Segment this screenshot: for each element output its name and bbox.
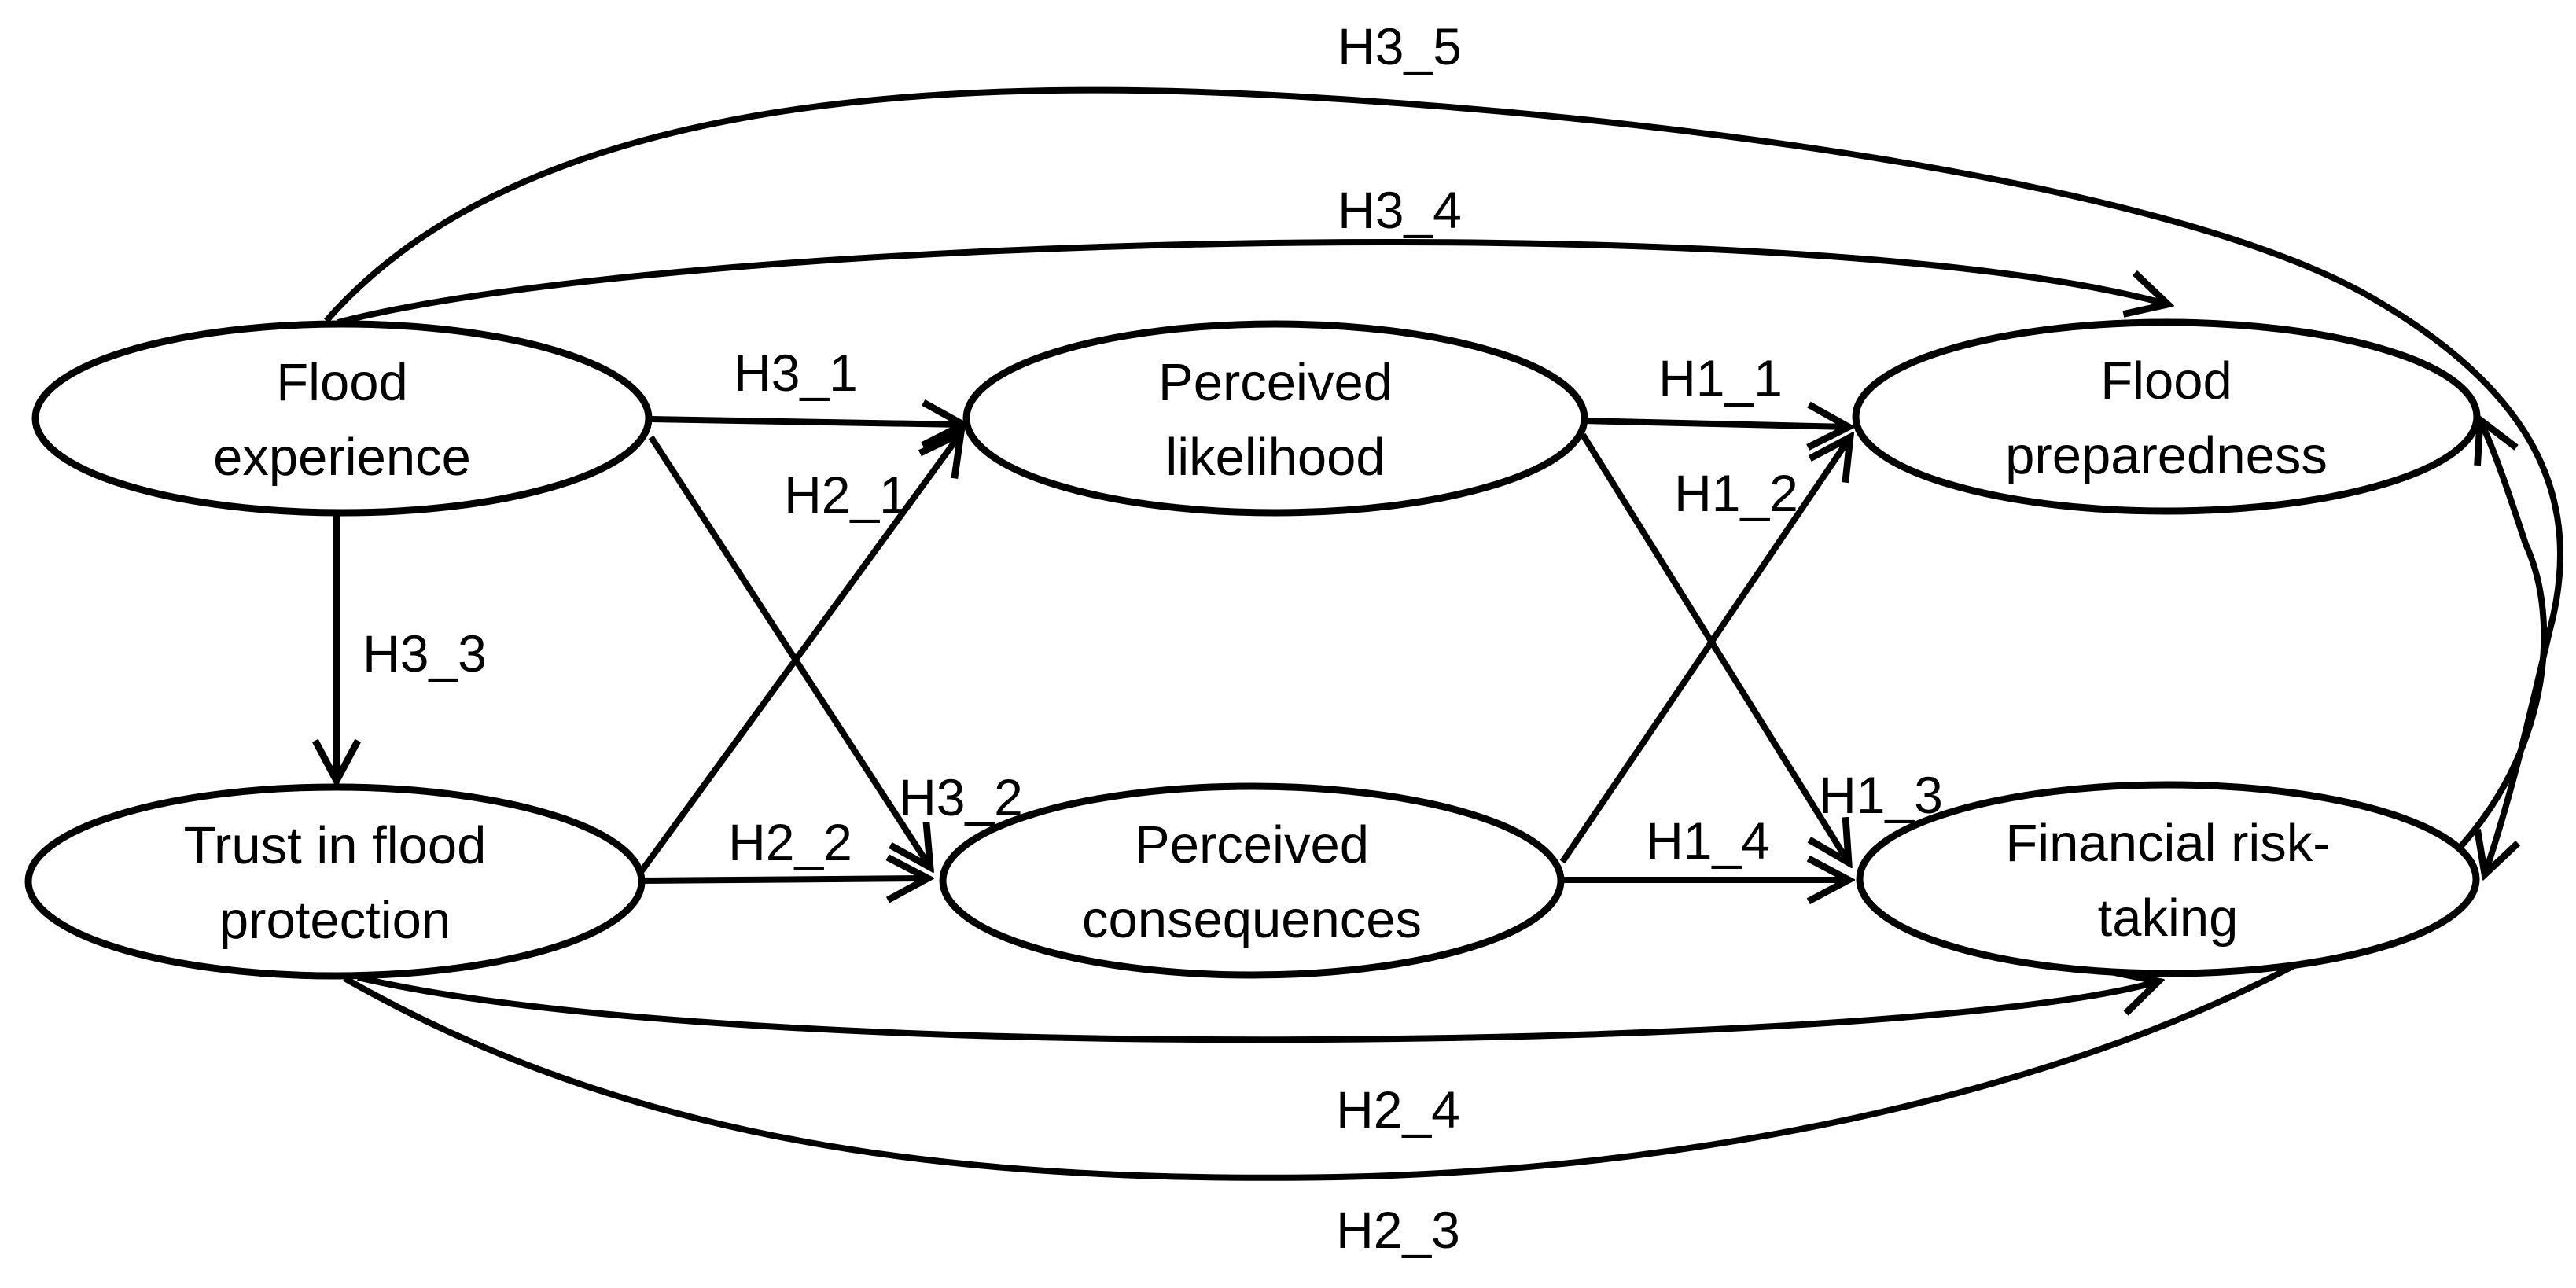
edge-H3_4-curve — [337, 239, 2168, 326]
node-perceived-consequences-label-line1: Perceived — [1135, 815, 1369, 874]
edge-label-H2_1: H2_1 — [784, 466, 908, 524]
edge-H3_2-line — [648, 435, 930, 867]
node-flood-preparedness-ellipse — [1852, 318, 2481, 515]
edge-H3_5-curve — [323, 86, 2564, 874]
edge-label-H1_2: H1_2 — [1674, 464, 1798, 522]
edge-H3_1-line — [650, 419, 963, 425]
edge-H2_3-curve — [343, 420, 2548, 1181]
node-perceived-likelihood: Perceived likelihood — [962, 320, 1588, 517]
node-trust-in-flood-protection-label-line2: protection — [219, 891, 451, 950]
edge-label-H3_1: H3_1 — [734, 344, 858, 402]
edge-label-H1_4: H1_4 — [1646, 811, 1770, 870]
edge-label-H3_2: H3_2 — [899, 768, 1023, 826]
node-flood-preparedness-label-line2: preparedness — [2005, 426, 2328, 485]
edge-H2_2-line — [640, 878, 928, 881]
node-trust-in-flood-protection: Trust in flood protection — [24, 783, 646, 980]
node-flood-experience: Flood experience — [31, 320, 653, 517]
edge-H2_1-line — [635, 433, 961, 878]
edge-label-H3_3: H3_3 — [362, 624, 487, 683]
node-flood-preparedness: Flood preparedness — [1852, 318, 2481, 515]
edge-H1_2-line — [1559, 437, 1850, 864]
edge-label-H1_3: H1_3 — [1819, 766, 1943, 824]
node-financial-risk-taking: Financial risk- taking — [1856, 781, 2480, 977]
edge-label-H3_4: H3_4 — [1338, 181, 1462, 239]
node-financial-risk-taking-label-line1: Financial risk- — [2005, 814, 2330, 873]
edge-H2_4-curve — [357, 977, 2158, 1043]
node-flood-experience-label-line1: Flood — [276, 353, 408, 412]
edge-H1_3-line — [1580, 432, 1849, 863]
node-financial-risk-taking-ellipse — [1856, 781, 2480, 977]
node-trust-in-flood-protection-ellipse — [24, 783, 646, 980]
node-perceived-likelihood-label-line2: likelihood — [1165, 428, 1385, 487]
edge-label-H1_1: H1_1 — [1658, 349, 1783, 407]
edge-label-H2_4: H2_4 — [1336, 1080, 1460, 1139]
node-perceived-consequences: Perceived consequences — [939, 782, 1565, 979]
node-flood-experience-label-line2: experience — [213, 428, 471, 487]
node-perceived-likelihood-label-line1: Perceived — [1158, 353, 1393, 412]
node-perceived-likelihood-ellipse — [962, 320, 1588, 517]
node-perceived-consequences-label-line2: consequences — [1082, 890, 1422, 949]
node-perceived-consequences-ellipse — [939, 782, 1565, 979]
edge-label-H2_3: H2_3 — [1336, 1201, 1460, 1259]
edge-label-H3_5: H3_5 — [1338, 17, 1462, 75]
node-trust-in-flood-protection-label-line1: Trust in flood — [184, 816, 487, 875]
node-financial-risk-taking-label-line2: taking — [2098, 889, 2239, 948]
node-flood-preparedness-label-line1: Flood — [2100, 351, 2232, 410]
node-flood-experience-ellipse — [31, 320, 653, 517]
edge-H1_1-line — [1582, 421, 1849, 427]
edge-label-H2_2: H2_2 — [728, 813, 852, 871]
